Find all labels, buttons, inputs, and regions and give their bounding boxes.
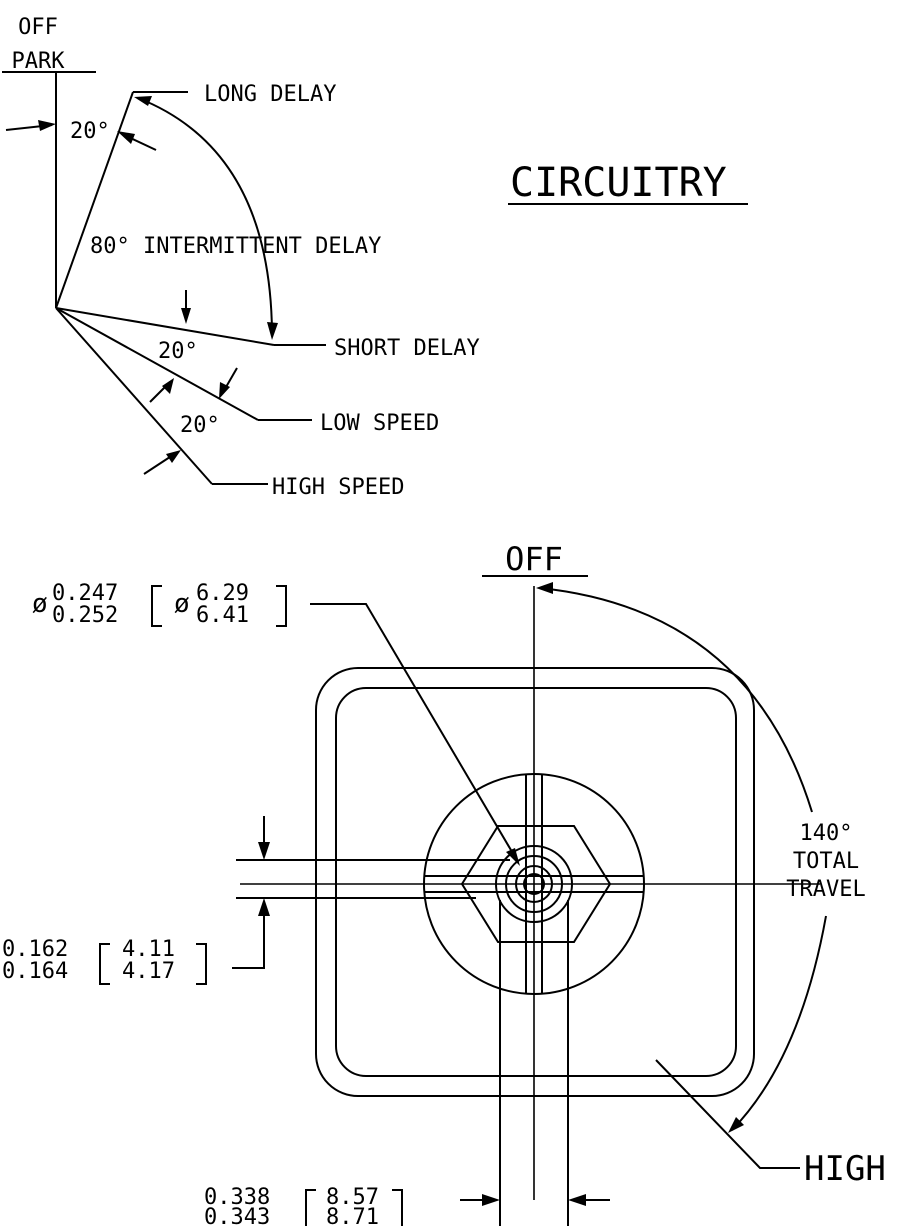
width-bracket-left [305, 1189, 316, 1226]
flat-bracket-left [99, 943, 110, 985]
travel-arrowhead-top [536, 582, 553, 594]
knob-inner-body [335, 687, 737, 1077]
short-delay-dim-arrowhead [181, 308, 191, 324]
width-inch-max: 0.338 [204, 1185, 270, 1210]
width-mm-min: 8.71 [326, 1205, 379, 1226]
width-arrowhead-left [482, 1194, 500, 1206]
travel-arc-lower [731, 915, 827, 1131]
knob-outer-body [315, 667, 755, 1097]
high-speed-line [55, 307, 213, 485]
flat-arrow-bottom-line [232, 902, 265, 969]
flat-mm-min: 4.17 [122, 959, 175, 984]
knob-off-label: OFF [505, 540, 563, 578]
low-speed-line [55, 307, 259, 421]
flat-mm-max: 4.11 [122, 937, 175, 962]
bore-mm-min: 6.41 [196, 603, 249, 628]
flat-inch-max: 0.162 [2, 937, 68, 962]
circuitry-title: CIRCUITRY [510, 160, 727, 206]
shaft-outer-circle [495, 845, 573, 923]
high-speed-label: HIGH SPEED [272, 475, 404, 500]
width-bracket-right [392, 1189, 403, 1226]
hub-circle [423, 773, 645, 995]
shaft-core-circle [523, 873, 545, 895]
bore-mm-symbol: ø [174, 589, 190, 619]
low-speed-label: LOW SPEED [320, 411, 439, 436]
flat-inch-min: 0.164 [2, 959, 68, 984]
long-delay-dim-arrowhead [117, 131, 135, 144]
short-delay-label: SHORT DELAY [334, 336, 480, 361]
bore-mm-max: 6.29 [196, 581, 249, 606]
off-park-off-label: OFF [18, 15, 58, 40]
flat-arrowhead-top [258, 842, 270, 860]
low-speed-dim-arrowhead [219, 382, 230, 399]
width-inch-min: 0.343 [204, 1205, 270, 1226]
shaft-inner-circle [515, 865, 553, 903]
hex-nut [460, 825, 612, 943]
intermittent-arc [137, 97, 273, 333]
flat-bracket-right [196, 943, 207, 985]
bore-diameter-callout: ø 0.247 0.252 ø 6.29 6.41 [32, 581, 287, 628]
flat-arrowhead-bottom [258, 898, 270, 916]
shaft-mid-circle [505, 855, 563, 913]
high-leader [655, 1059, 800, 1169]
bore-bracket-right [276, 585, 287, 627]
long-delay-label: LONG DELAY [204, 82, 336, 107]
width-arrowhead-right [568, 1194, 586, 1206]
off-dim-arrowhead [38, 120, 56, 131]
off-park-park-label: PARK [12, 49, 66, 74]
short-delay-line [55, 307, 275, 346]
long-delay-line [55, 91, 134, 309]
angle-top-label: 20° [70, 119, 110, 144]
circuitry-diagram: OFF PARK LONG DELAY SHORT DELAY LOW SPEE… [2, 15, 748, 500]
arc-arrowhead-top [134, 96, 152, 106]
angle-low-label: 20° [180, 413, 220, 438]
bore-diameter-symbol: ø [32, 589, 48, 619]
travel-angle-label: 140° [800, 821, 853, 846]
knob-drawing: OFF [232, 540, 886, 1226]
travel-arrowhead-bottom [728, 1117, 744, 1133]
flat-dimension-callout: 0.162 0.164 4.11 4.17 [2, 937, 207, 985]
bore-bracket-left [151, 585, 162, 627]
bore-leader [310, 603, 519, 863]
bore-leader-arrowhead [506, 848, 520, 866]
travel-travel-label: TRAVEL [786, 877, 865, 902]
knob-high-label: HIGH [804, 1149, 886, 1189]
travel-total-label: TOTAL [793, 849, 859, 874]
low-speed-lower-arrowhead [162, 378, 174, 394]
width-dimension-callout: 0.338 0.343 8.57 8.71 [204, 1185, 403, 1226]
high-speed-dim-arrowhead [166, 450, 181, 463]
width-mm-max: 8.57 [326, 1185, 379, 1210]
angle-mid-label: 20° [158, 339, 198, 364]
bore-inch-min: 0.252 [52, 603, 118, 628]
arc-arrowhead-bottom [267, 322, 278, 340]
bore-inch-max: 0.247 [52, 581, 118, 606]
travel-arc-upper [539, 587, 813, 813]
intermittent-delay-label: 80° INTERMITTENT DELAY [90, 234, 381, 259]
